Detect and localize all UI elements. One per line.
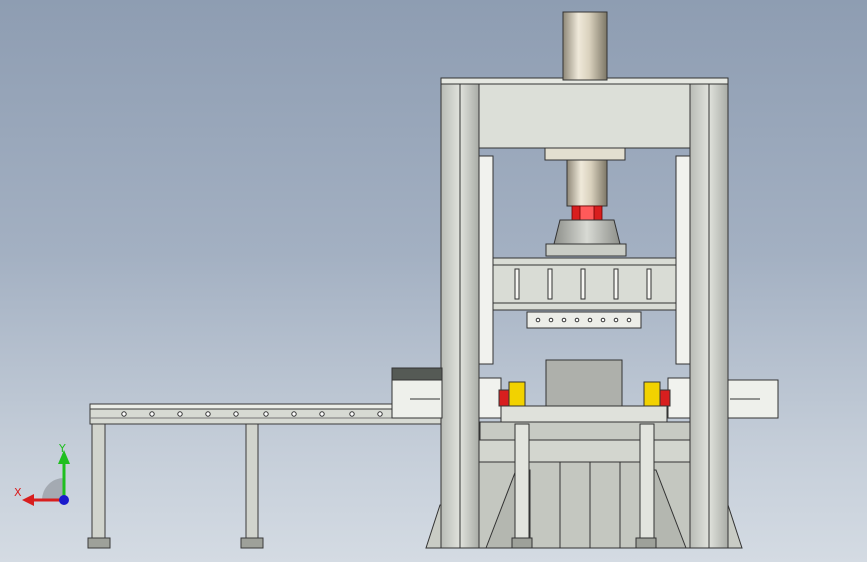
x-axis-label: X (14, 486, 22, 499)
conveyor-table[interactable] (87, 403, 451, 549)
z-axis-dot (59, 495, 69, 505)
guide-plates[interactable] (478, 155, 691, 365)
hydraulic-cylinder[interactable] (544, 11, 626, 207)
y-arrow-head (58, 450, 70, 464)
frame-columns[interactable] (440, 79, 729, 549)
upper-die[interactable] (545, 219, 627, 257)
slide-beam[interactable] (492, 257, 677, 329)
ram-coupling[interactable] (571, 205, 603, 221)
lower-bolster[interactable] (479, 405, 691, 549)
x-arrow-head (22, 494, 34, 506)
crown-beam[interactable] (440, 77, 729, 149)
orientation-triad[interactable]: Y X (14, 440, 74, 510)
side-feeders[interactable] (391, 367, 779, 419)
workpiece[interactable] (545, 359, 623, 411)
triad-plane (42, 478, 64, 500)
y-axis-label: Y (58, 442, 66, 455)
